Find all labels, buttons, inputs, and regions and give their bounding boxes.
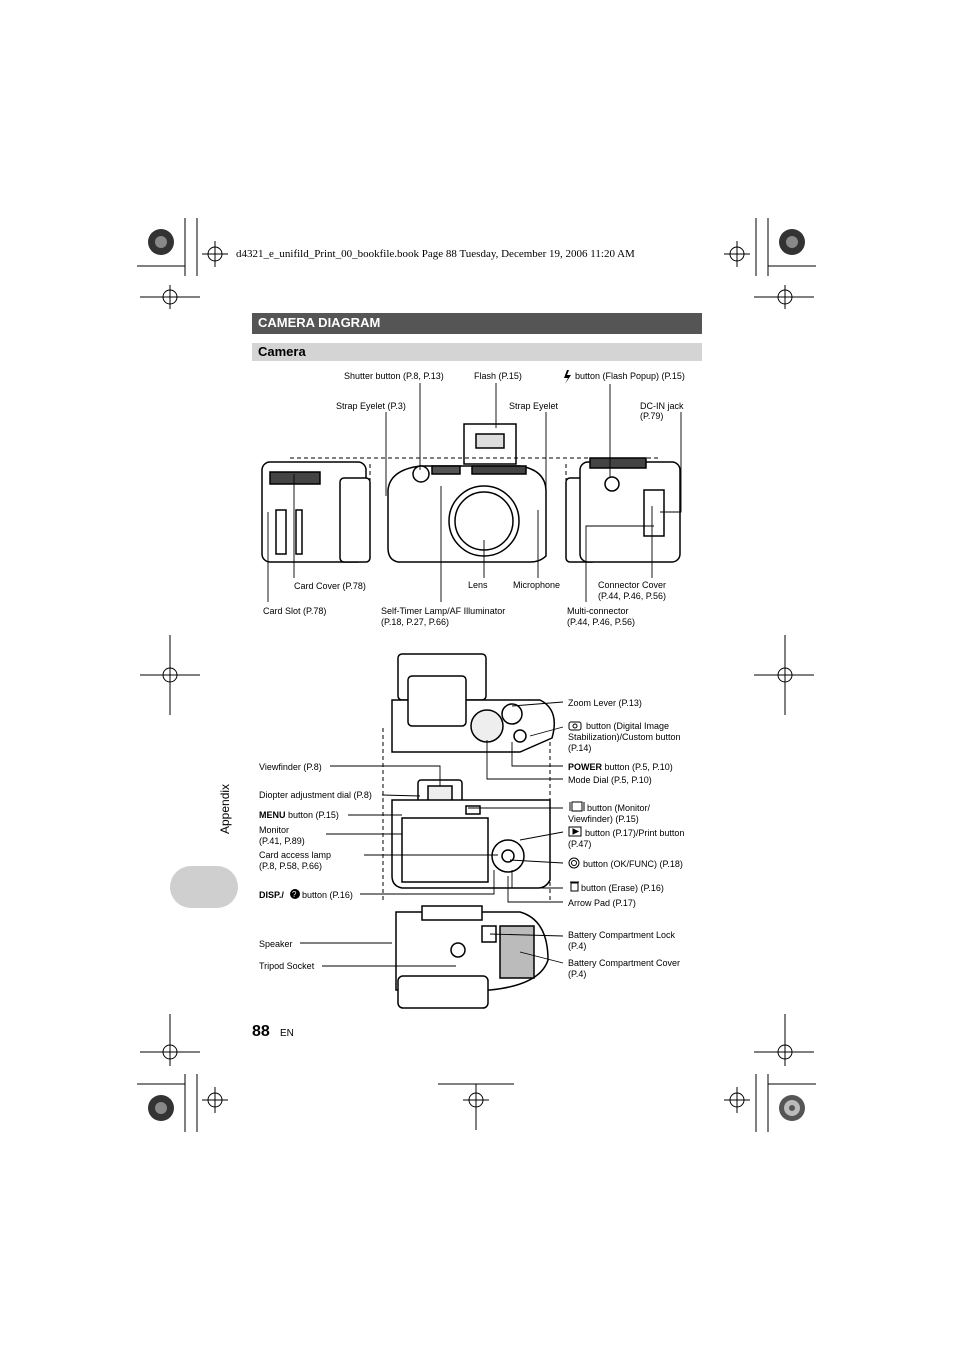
label-microphone: Microphone — [513, 580, 561, 590]
camera-top-view — [391, 653, 555, 753]
label-mode-dial: Mode Dial (P.5, P.10) — [568, 775, 652, 785]
ok-func-icon — [568, 857, 580, 869]
label-dis-button: button (Digital Image — [586, 721, 670, 731]
label-monitor-ref: (P.41, P.89) — [259, 836, 305, 846]
menu-text: button (P.15) — [288, 810, 339, 820]
label-monitor-button: button (Monitor/ — [587, 803, 651, 813]
label-arrow-pad: Arrow Pad (P.17) — [568, 898, 636, 908]
label-battery-cover-ref: (P.4) — [568, 969, 587, 979]
label-multi-connector-ref: (P.44, P.46, P.56) — [567, 617, 636, 627]
camera-left-side-view — [261, 461, 371, 563]
playback-icon — [568, 826, 582, 837]
label-disp-button-text: button (P.16) — [302, 890, 353, 900]
power-word: POWER — [568, 762, 603, 772]
label-strap-eyelet-right: Strap Eyelet — [509, 401, 559, 411]
label-dis-button-2: Stabilization)/Custom button — [568, 732, 681, 742]
registration-marks — [137, 218, 816, 1132]
label-flash-button: button (Flash Popup) (P.15) — [575, 371, 685, 381]
label-monitor: Monitor — [259, 825, 290, 835]
label-dc-in-jack-ref: (P.79) — [640, 411, 664, 421]
label-monitor-button-2: Viewfinder) (P.15) — [568, 814, 639, 824]
label-play-button-2: (P.47) — [568, 839, 592, 849]
label-viewfinder: Viewfinder (P.8) — [259, 762, 322, 772]
label-self-timer-lamp-ref: (P.18, P.27, P.66) — [381, 617, 450, 627]
label-card-access-lamp: Card access lamp — [259, 850, 332, 860]
label-self-timer-lamp: Self-Timer Lamp/AF Illuminator — [381, 606, 506, 616]
svg-text:?: ? — [292, 890, 297, 899]
camera-right-side-view — [565, 457, 681, 563]
subsection-title: Camera — [258, 344, 306, 359]
section-bar — [252, 313, 702, 334]
label-lens: Lens — [468, 580, 488, 590]
disp-word: DISP./ — [259, 890, 284, 900]
label-connector-cover-ref: (P.44, P.46, P.56) — [598, 591, 667, 601]
label-tripod-socket: Tripod Socket — [259, 961, 315, 971]
label-menu-button: MENU button (P.15) — [259, 810, 339, 821]
print-header: d4321_e_unifild_Print_00_bookfile.book P… — [236, 248, 635, 260]
help-icon: ? — [290, 889, 300, 899]
label-card-cover: Card Cover (P.78) — [294, 581, 366, 591]
label-card-access-lamp-ref: (P.8, P.58, P.66) — [259, 861, 323, 871]
label-shutter-button: Shutter button (P.8, P.13) — [344, 371, 444, 381]
appendix-tab — [170, 866, 238, 908]
label-diopter-dial: Diopter adjustment dial (P.8) — [259, 790, 372, 800]
menu-word: MENU — [259, 810, 286, 820]
monitor-viewfinder-icon — [569, 801, 585, 812]
label-battery-lock-ref: (P.4) — [568, 941, 587, 951]
power-text: button (P.5, P.10) — [604, 762, 673, 772]
erase-icon — [570, 881, 579, 892]
label-erase-button: button (Erase) (P.16) — [581, 883, 664, 893]
page-number: 88 — [252, 1023, 270, 1040]
label-power-button: POWER button (P.5, P.10) — [568, 762, 673, 773]
label-dis-button-3: (P.14) — [568, 743, 592, 753]
section-title: CAMERA DIAGRAM — [258, 315, 381, 330]
label-ok-button: button (OK/FUNC) (P.18) — [583, 859, 683, 869]
page-language: EN — [280, 1028, 294, 1039]
label-connector-cover: Connector Cover — [598, 580, 667, 590]
camera-bottom-view — [395, 905, 549, 1009]
flash-icon — [564, 370, 571, 384]
label-play-button: button (P.17)/Print button — [585, 828, 685, 838]
camera-back-view — [391, 779, 551, 889]
subsection-bar — [252, 343, 702, 361]
image-stabilization-icon — [568, 721, 582, 731]
leader-lines — [267, 383, 682, 967]
camera-front-view — [387, 423, 547, 563]
crosshair-marks — [140, 241, 814, 1113]
label-dc-in-jack: DC-IN jack — [640, 401, 684, 411]
color-target-marks — [148, 229, 805, 1121]
label-strap-eyelet-left: Strap Eyelet (P.3) — [336, 401, 406, 411]
label-flash: Flash (P.15) — [474, 371, 522, 381]
label-battery-lock: Battery Compartment Lock — [568, 930, 676, 940]
label-card-slot: Card Slot (P.78) — [263, 606, 327, 616]
label-disp-button: DISP./ — [259, 890, 284, 901]
label-zoom-lever: Zoom Lever (P.13) — [568, 698, 642, 708]
label-speaker: Speaker — [259, 939, 293, 949]
label-battery-cover: Battery Compartment Cover — [568, 958, 681, 968]
label-multi-connector: Multi-connector — [567, 606, 629, 616]
